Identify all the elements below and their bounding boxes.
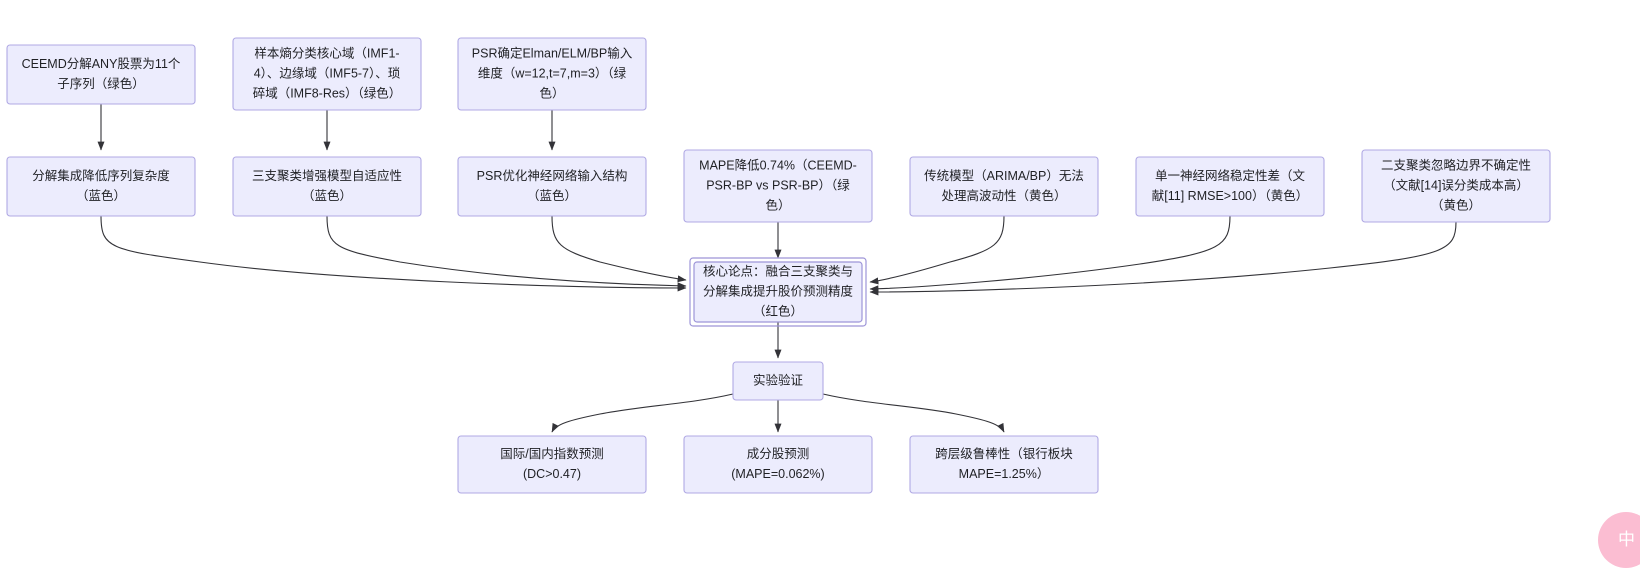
node-n10-label-line-1: （文献[14]误分类成本高） [1383, 177, 1529, 192]
node-r3-box [909, 435, 1099, 494]
node-r2-box [683, 435, 873, 494]
node-r2[interactable]: 成分股预测 (MAPE=0.062%) [683, 435, 873, 494]
node-n6-box [457, 156, 647, 217]
node-n6[interactable]: PSR优化神经网络输入结构 （蓝色） [457, 156, 647, 217]
node-verify[interactable]: 实验验证 [732, 361, 824, 401]
node-n4-box [6, 156, 196, 217]
node-n9-label-line-1: 献[11] RMSE>100）（黄色） [1152, 188, 1308, 203]
node-n7[interactable]: MAPE降低0.74%（CEEMD- PSR-BP vs PSR-BP）（绿色） [683, 149, 873, 223]
node-n1-box [6, 44, 196, 105]
node-n9-label-line-0: 单一神经网络稳定性差（文 [1155, 168, 1306, 183]
node-verify-label-line-0: 实验验证 [753, 372, 804, 387]
watermark-text: 中 [1618, 530, 1635, 550]
node-verify-box [732, 361, 824, 401]
edge-n6-to-core [551, 215, 687, 283]
node-n2-label-line-0: 样本熵分类核心域（IMF1- [254, 45, 399, 60]
node-n8-box [909, 156, 1099, 217]
node-n8-label-line-1: 处理高波动性（黄色） [941, 188, 1066, 203]
node-n1-label-line-0: CEEMD分解ANY股票为11个 [22, 57, 181, 71]
node-n10-box [1361, 149, 1551, 223]
node-r3[interactable]: 跨层级鲁棒性（银行板块 MAPE=1.25%） [909, 435, 1099, 494]
node-n2-label-line-2: 碎域（IMF8-Res）（绿色） [253, 85, 402, 100]
node-n3-box [457, 37, 647, 111]
node-r3-label-line-1: MAPE=1.25%） [959, 467, 1050, 481]
node-r2-label-line-0: 成分股预测 [747, 447, 810, 461]
edge-n5-to-core [326, 215, 687, 290]
node-core-outer-border [689, 257, 867, 327]
node-n3-label-line-0: PSR确定Elman/ELM/BP输入 [472, 45, 633, 60]
node-n2-box [232, 37, 422, 111]
node-n4-label-line-1: （蓝色） [76, 188, 126, 203]
node-n5-box [232, 156, 422, 217]
node-n5-label-line-0: 三支聚类增强模型自适应性 [252, 168, 402, 183]
edge-n4-to-core [100, 215, 687, 292]
watermark-badge: 中 [1598, 512, 1640, 568]
node-n5[interactable]: 三支聚类增强模型自适应性 （蓝色） [232, 156, 422, 217]
edges-layer [97, 104, 1457, 433]
edge-n10-to-core [869, 221, 1457, 296]
node-n10[interactable]: 二支聚类忽略边界不确定性 （文献[14]误分类成本高） （黄色） [1361, 149, 1551, 223]
node-r2-label-line-1: (MAPE=0.062%) [731, 467, 824, 481]
node-n3-label-line-1: 维度（w=12,t=7,m=3）（绿 [478, 65, 627, 80]
node-n7-label-line-2: 色） [765, 197, 790, 212]
node-n10-label-line-2: （黄色） [1431, 197, 1481, 212]
node-n9-box [1135, 156, 1325, 217]
node-n2[interactable]: 样本熵分类核心域（IMF1- 4）、边缘域（IMF5-7）、琐碎域（IMF8-Re… [232, 37, 422, 111]
node-n7-label-line-0: MAPE降低0.74%（CEEMD- [699, 158, 857, 172]
node-r1[interactable]: 国际/国内指数预测 (DC>0.47) [457, 435, 647, 494]
edge-n8-to-core [869, 215, 1005, 285]
node-n7-box [683, 149, 873, 223]
node-n1-label-line-1: 子序列（绿色） [57, 76, 145, 91]
node-n5-label-line-1: （蓝色） [302, 188, 352, 203]
node-r1-label-line-0: 国际/国内指数预测 [500, 446, 603, 461]
node-r3-label-line-0: 跨层级鲁棒性（银行板块 [935, 447, 1073, 461]
node-n3-label-line-2: 色） [539, 85, 564, 100]
node-n9[interactable]: 单一神经网络稳定性差（文献[11] RMSE>100）（黄色） [1135, 156, 1325, 217]
node-n4-label-line-0: 分解集成降低序列复杂度 [32, 168, 170, 183]
edge-verify-to-r3 [822, 393, 1005, 433]
node-r1-label-line-1: (DC>0.47) [523, 467, 581, 481]
node-n8-label-line-0: 传统模型（ARIMA/BP）无法 [924, 168, 1084, 183]
node-n10-label-line-0: 二支聚类忽略边界不确定性 [1381, 157, 1531, 172]
node-n6-label-line-1: （蓝色） [527, 188, 577, 203]
node-n6-label-line-0: PSR优化神经网络输入结构 [477, 168, 628, 183]
node-r1-box [457, 435, 647, 494]
node-n7-label-line-1: PSR-BP vs PSR-BP）（绿 [706, 177, 850, 192]
edge-verify-to-r1 [551, 393, 734, 433]
edge-n9-to-core [869, 215, 1231, 293]
node-n2-label-line-1: 4）、边缘域（IMF5-7）、琐 [254, 65, 401, 80]
node-core-label-line-2: （红色） [753, 303, 803, 318]
node-core-label-line-1: 分解集成提升股价预测精度 [703, 283, 854, 298]
node-n4[interactable]: 分解集成降低序列复杂度 （蓝色） [6, 156, 196, 217]
node-core-label-line-0: 核心论点：融合三支聚类与 [703, 263, 853, 278]
node-core-box [693, 261, 863, 323]
